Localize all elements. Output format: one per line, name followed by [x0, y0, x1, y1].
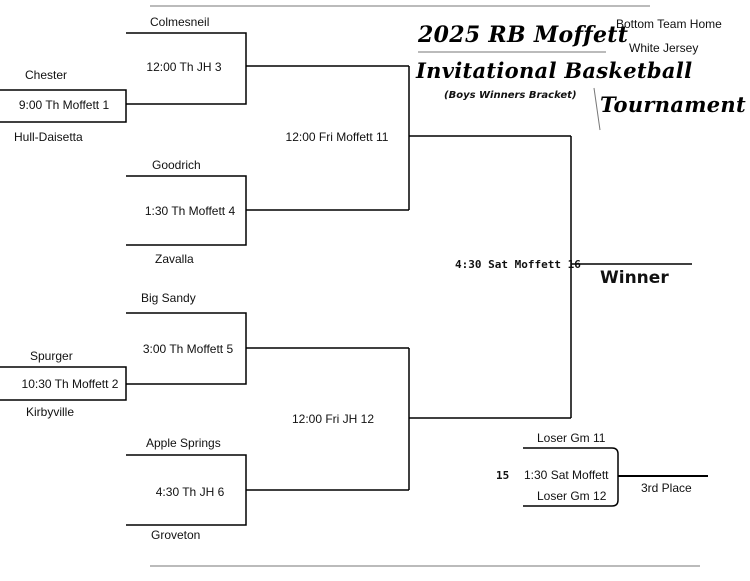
game15-label: 1:30 Sat Moffett [524, 468, 609, 482]
title-line-3: Tournament [600, 92, 746, 117]
scan-mark-tournament [593, 87, 601, 131]
team-apple-springs: Apple Springs [146, 436, 221, 450]
winner-label: Winner [600, 268, 669, 288]
game2-label: 10:30 Th Moffett 2 [21, 377, 119, 391]
subtitle: (Boys Winners Bracket) [444, 90, 577, 101]
team-zavalla: Zavalla [155, 252, 194, 266]
game5-label: 3:00 Th Moffett 5 [142, 342, 234, 356]
team-big-sandy: Big Sandy [141, 291, 196, 305]
game12-label: 12:00 Fri JH 12 [291, 412, 375, 426]
team-hull-daisetta: Hull-Daisetta [14, 130, 83, 144]
title-line-2: Invitational Basketball [416, 58, 693, 83]
game4-label: 1:30 Th Moffett 4 [144, 204, 236, 218]
team-colmesneil: Colmesneil [150, 15, 210, 29]
game3-label: 12:00 Th JH 3 [146, 60, 222, 74]
loser-game12: Loser Gm 12 [537, 489, 607, 503]
game16-label: 4:30 Sat Moffett 16 [455, 258, 581, 271]
game6-label: 4:30 Th JH 6 [155, 485, 225, 499]
title-line-1: 2025 RB Moffett [418, 22, 629, 48]
loser-game11: Loser Gm 11 [537, 431, 606, 445]
team-goodrich: Goodrich [152, 158, 201, 172]
game11-label: 12:00 Fri Moffett 11 [285, 130, 389, 144]
team-kirbyville: Kirbyville [26, 405, 75, 419]
note-bottom-team-home: Bottom Team Home [616, 17, 722, 31]
third-place-label: 3rd Place [641, 481, 692, 495]
team-chester: Chester [25, 68, 68, 82]
team-groveton: Groveton [151, 528, 201, 542]
game3-bracket [126, 32, 247, 105]
game1-label: 9:00 Th Moffett 1 [18, 98, 110, 112]
game1-bracket [0, 89, 127, 123]
team-spurger: Spurger [30, 349, 73, 363]
note-white-jersey: White Jersey [629, 41, 699, 55]
game15-number: 15 [496, 469, 510, 482]
